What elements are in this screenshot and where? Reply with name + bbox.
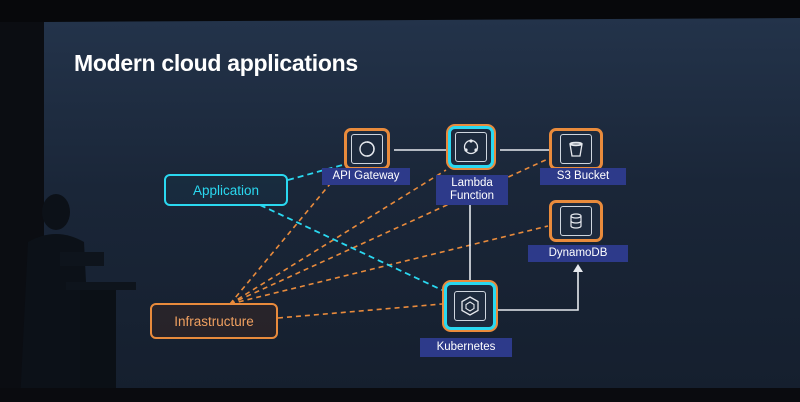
kubernetes-to-dynamodb-line <box>498 268 579 311</box>
infrastructure-label: Infrastructure <box>174 313 254 329</box>
infra-to-kubernetes-line <box>277 303 443 319</box>
dynamodb-label: DynamoDB <box>528 245 628 262</box>
slide-title: Modern cloud applications <box>74 50 358 76</box>
kubernetes-node <box>444 282 496 330</box>
infra-to-s3-line <box>229 157 551 305</box>
app-to-apigw-line <box>287 163 347 181</box>
api-gateway-label: API Gateway <box>322 168 410 185</box>
s3-bucket-label: S3 Bucket <box>540 168 626 185</box>
kubernetes-icon <box>454 291 486 321</box>
bucket-icon <box>560 134 592 164</box>
lambda-function-node <box>448 126 494 168</box>
infrastructure-box: Infrastructure <box>150 303 278 339</box>
api-gateway-icon <box>351 134 383 164</box>
stage-floor <box>0 388 800 402</box>
infra-to-lambda-line <box>229 169 447 305</box>
dynamodb-node <box>549 200 603 242</box>
arrow-head-icon <box>573 264 583 272</box>
stage-top <box>0 0 800 22</box>
application-box: Application <box>164 174 288 206</box>
s3-bucket-node <box>549 128 603 170</box>
app-to-kubernetes-line <box>259 204 443 291</box>
api-gateway-node <box>344 128 390 170</box>
presenter-silhouette <box>20 194 136 402</box>
lambda-function-label: Lambda Function <box>436 175 508 205</box>
kubernetes-label: Kubernetes <box>420 338 512 357</box>
lambda-icon <box>455 132 487 162</box>
application-label: Application <box>192 182 260 198</box>
database-icon <box>560 206 592 236</box>
